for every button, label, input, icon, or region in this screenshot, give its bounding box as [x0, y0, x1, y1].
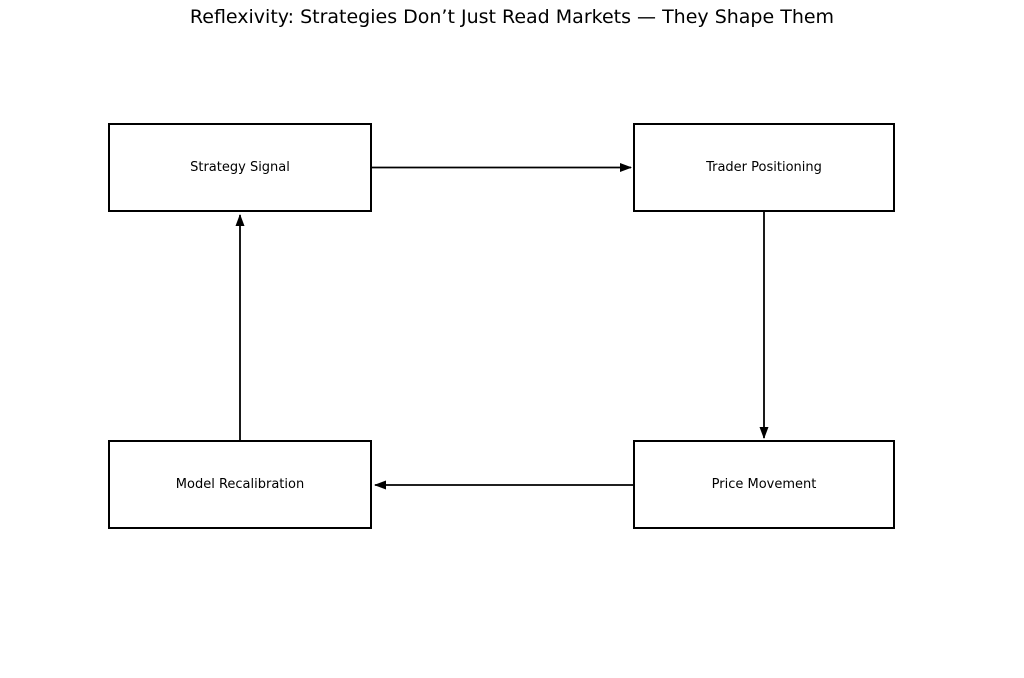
node-trader-positioning: Trader Positioning [633, 123, 895, 212]
node-price-movement-label: Price Movement [711, 477, 817, 492]
node-price-movement: Price Movement [633, 440, 895, 529]
node-model-recalibration-label: Model Recalibration [175, 477, 305, 492]
node-strategy-signal-label: Strategy Signal [190, 160, 290, 175]
node-trader-positioning-label: Trader Positioning [706, 160, 822, 175]
node-model-recalibration: Model Recalibration [108, 440, 372, 529]
node-strategy-signal: Strategy Signal [108, 123, 372, 212]
diagram-title: Reflexivity: Strategies Don’t Just Read … [189, 6, 835, 28]
